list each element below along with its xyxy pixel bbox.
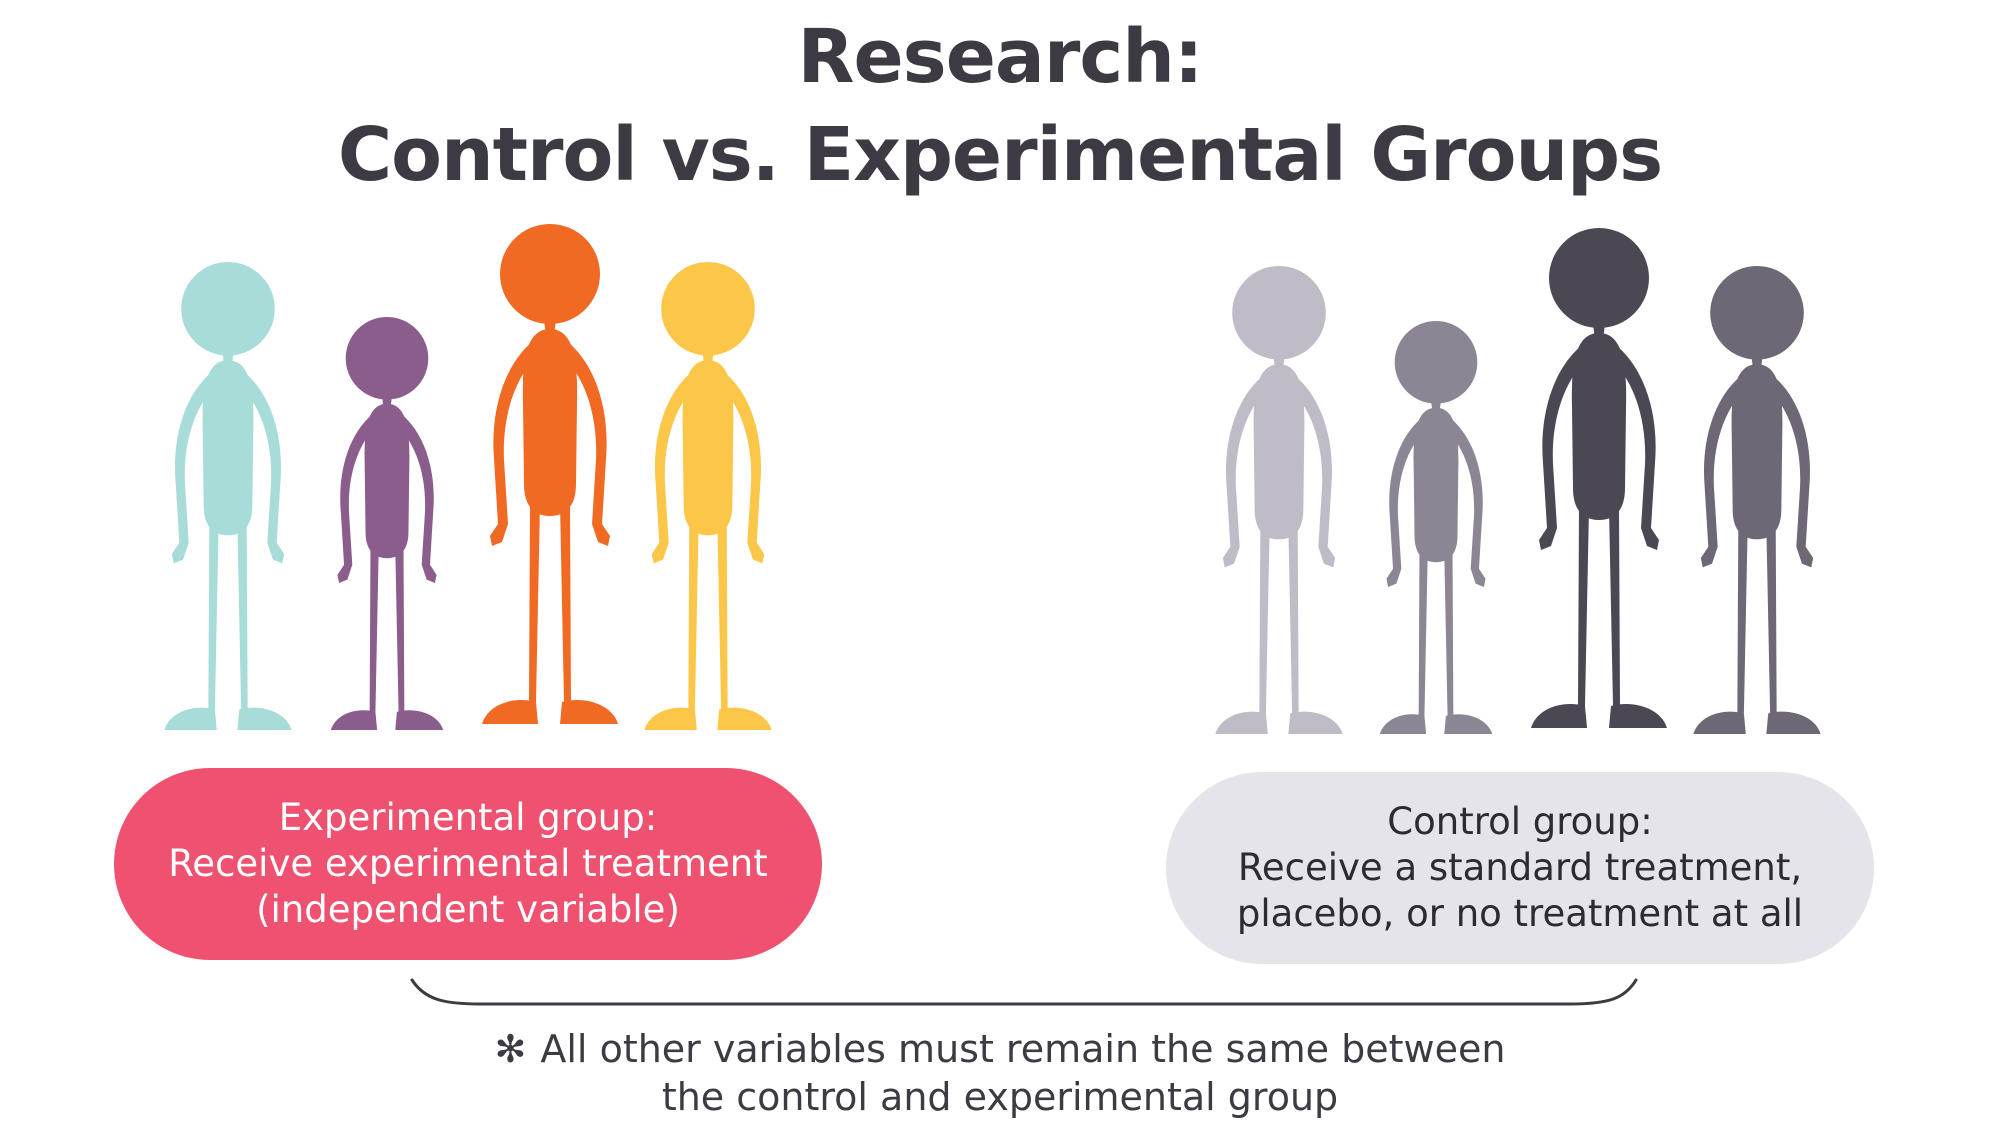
title-line-2: Control vs. Experimental Groups xyxy=(337,112,1663,198)
asterisk-icon: ✻ xyxy=(494,1027,527,1071)
experimental-group-heading: Experimental group: xyxy=(278,796,658,839)
control-group-heading: Control group: xyxy=(1387,800,1653,843)
experimental-group-description-2: (independent variable) xyxy=(256,888,680,931)
title-line-1: Research: xyxy=(797,14,1204,100)
footnote-text-1: All other variables must remain the same… xyxy=(540,1027,1506,1071)
experimental-group-description-1: Receive experimental treatment xyxy=(168,842,768,885)
footnote: ✻ All other variables must remain the sam… xyxy=(0,1025,2000,1121)
control-group-pill: Control group: Receive a standard treatm… xyxy=(1166,772,1874,964)
control-group-description-2: placebo, or no treatment at all xyxy=(1236,892,1804,935)
footnote-line-1: ✻ All other variables must remain the sam… xyxy=(0,1025,2000,1073)
footnote-line-2: the control and experimental group xyxy=(661,1075,1339,1119)
control-group-description-1: Receive a standard treatment, xyxy=(1237,846,1803,889)
experimental-group-pill: Experimental group: Receive experimental… xyxy=(114,768,822,960)
